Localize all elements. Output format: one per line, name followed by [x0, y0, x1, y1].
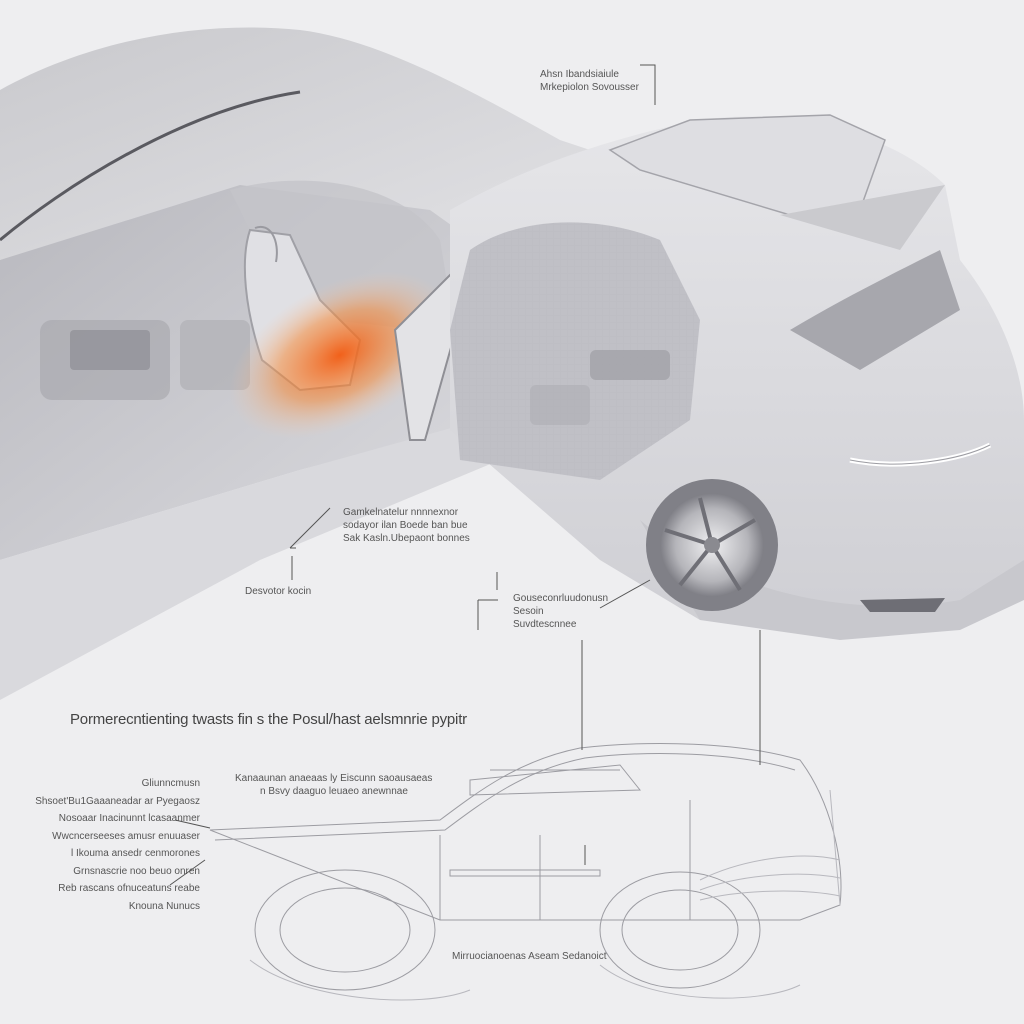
callout-bottom: Mirruocianoenas Aseam Sedanoict — [452, 950, 607, 963]
callout-text: Desvotor kocin — [245, 586, 312, 597]
callout-center-small: Desvotor kocin — [245, 585, 311, 598]
callout-lower-left: Gliunncmusn Shsoet'Bu1Gaaaneadar ar Pyeg… — [30, 775, 200, 915]
callout-leader-line — [169, 64, 761, 886]
highlight-glow — [229, 271, 451, 439]
callout-text: n Bsvy daaguo leuaeo anewnnae — [260, 786, 408, 797]
callout-text: Gouseconrluudonusn — [513, 593, 609, 604]
callout-text: sodayor ilan Boede ban bue — [343, 520, 468, 531]
callout-text: Ahsn Ibandsiaiule — [540, 69, 619, 80]
callout-middle-right: Gouseconrluudonusn Sesoin Suvdtescnnee — [513, 592, 608, 631]
callout-text: Grnsnascrie noo beuo onren — [73, 865, 200, 877]
callout-lower-top: Kanaaunan anaeaas ly Eiscunn saoausaeas … — [235, 772, 432, 798]
callout-text: Shsoet'Bu1Gaaaneadar ar Pyegaosz — [35, 795, 200, 807]
callout-text: Mrkepiolon Sovousser — [540, 82, 639, 93]
callout-text: Mirruocianoenas Aseam Sedanoict — [452, 951, 607, 962]
car-wireframe-illustration — [209, 743, 842, 1001]
callout-text: Kanaaunan anaeaas ly Eiscunn saoausaeas — [235, 773, 433, 784]
callout-text: Gliunncmusn — [141, 778, 200, 789]
callout-text: Sesoin — [513, 606, 544, 617]
callout-text: Sak Kasln.Ubepaont bonnes — [343, 533, 470, 544]
callout-text: Suvdtescnnee — [513, 619, 577, 630]
car-rear-illustration — [450, 114, 1024, 640]
callout-text: l Ikouma ansedr cenmorones — [71, 848, 200, 859]
callout-text: Wwcncerseeses amusr enuuaser — [52, 830, 200, 842]
callout-text: Nosoaar Inacinunnt lcasaanmer — [58, 813, 200, 824]
callout-text: Gamkelnatelur nnnnexnor — [343, 507, 459, 518]
diagram-heading: Pormerecntienting twasts fin s the Posul… — [70, 711, 467, 728]
callout-top-right: Ahsn Ibandsiaiule Mrkepiolon Sovousser — [540, 68, 639, 94]
callout-text: Reb rascans ofnuceatuns reabe — [58, 883, 200, 894]
callout-center: Gamkelnatelur nnnnexnor sodayor ilan Boe… — [343, 506, 470, 545]
callout-text: Knouna Nunucs — [128, 900, 200, 912]
